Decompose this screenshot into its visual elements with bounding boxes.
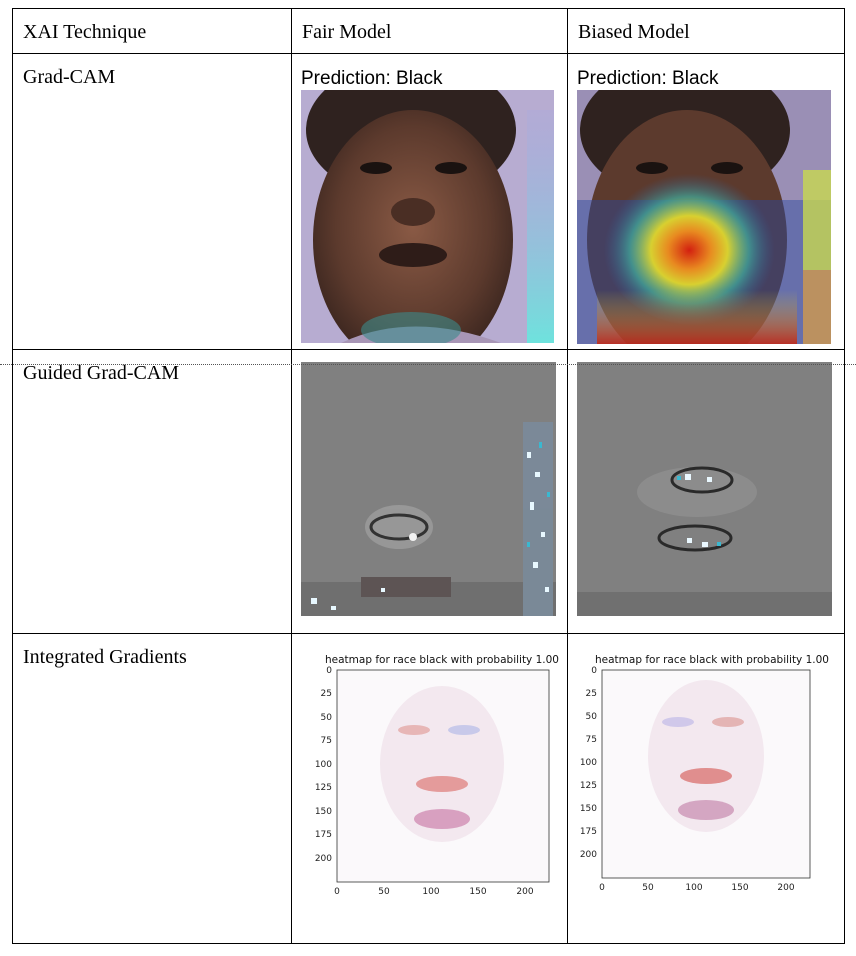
y-tick: 150 [580, 804, 597, 814]
y-tick: 175 [315, 830, 332, 840]
biased-prediction-label: Prediction: Black [577, 68, 719, 89]
x-axis: 0 50 100 150 200 [599, 883, 795, 893]
technique-cell: Guided Grad-CAM [12, 349, 292, 634]
technique-cell: Grad-CAM [12, 53, 292, 350]
y-tick: 100 [315, 760, 332, 770]
y-tick: 125 [580, 781, 597, 791]
technique-cell: Integrated Gradients [12, 633, 292, 944]
technique-label: Grad-CAM [23, 66, 116, 88]
y-tick: 50 [321, 713, 333, 723]
x-tick: 50 [642, 883, 654, 893]
header-technique: XAI Technique [23, 21, 147, 43]
y-tick: 25 [321, 689, 332, 699]
xai-comparison-table: XAI Technique Fair Model Biased Model Gr… [12, 8, 845, 944]
y-tick: 175 [580, 827, 597, 837]
y-tick: 0 [591, 666, 597, 676]
x-tick: 100 [422, 887, 439, 897]
header-fair-model: Fair Model [302, 21, 392, 43]
y-tick: 200 [315, 854, 332, 864]
fair-prediction-label: Prediction: Black [301, 68, 443, 89]
technique-label: Guided Grad-CAM [23, 362, 180, 384]
fair-guided-cell [291, 349, 568, 634]
x-tick: 150 [731, 883, 748, 893]
heatmap-nose [416, 776, 468, 792]
header-row: XAI Technique Fair Model Biased Model [12, 8, 845, 54]
table-row-gradcam: Grad-CAM Prediction: Black Pr [12, 53, 845, 350]
fair-gradcam-image [301, 90, 554, 343]
heatmap-left-eye [662, 717, 694, 727]
biased-ig-cell: heatmap for race black with probability … [567, 633, 845, 944]
heatmap-mouth [678, 800, 734, 820]
y-axis: 0 25 50 75 100 125 150 175 200 [315, 666, 332, 864]
fair-ig-cell: heatmap for race black with probability … [291, 633, 568, 944]
x-tick: 0 [599, 883, 605, 893]
heatmap-nose [680, 768, 732, 784]
y-tick: 50 [586, 712, 598, 722]
fair-guided-gradcam-image [301, 362, 556, 616]
dotted-separator [0, 364, 856, 365]
header-biased-model: Biased Model [578, 21, 690, 43]
x-tick: 100 [685, 883, 702, 893]
x-tick: 200 [777, 883, 794, 893]
biased-gradcam-cell: Prediction: Black [567, 53, 845, 350]
heatmap-right-eye [712, 717, 744, 727]
table-row-integrated-gradients: Integrated Gradients heatmap for race bl… [12, 633, 845, 944]
header-cell-fair: Fair Model [291, 8, 568, 54]
y-tick: 125 [315, 783, 332, 793]
y-tick: 75 [586, 735, 597, 745]
x-tick: 0 [334, 887, 340, 897]
biased-ig-heatmap: heatmap for race black with probability … [580, 654, 829, 893]
x-tick: 200 [516, 887, 533, 897]
y-tick: 150 [315, 807, 332, 817]
x-tick: 50 [378, 887, 390, 897]
table-row-guided-gradcam: Guided Grad-CAM [12, 349, 845, 634]
heatmap-title: heatmap for race black with probability … [325, 654, 559, 666]
heatmap-right-eye [448, 725, 480, 735]
technique-label: Integrated Gradients [23, 646, 187, 668]
heatmap-title: heatmap for race black with probability … [595, 654, 829, 666]
y-axis: 0 25 50 75 100 125 150 175 200 [580, 666, 597, 860]
y-tick: 0 [326, 666, 332, 676]
header-cell-technique: XAI Technique [12, 8, 292, 54]
biased-guided-gradcam-image [577, 362, 832, 616]
heatmap-left-eye [398, 725, 430, 735]
biased-gradcam-image [577, 90, 831, 344]
x-tick: 150 [469, 887, 486, 897]
y-tick: 200 [580, 850, 597, 860]
header-cell-biased: Biased Model [567, 8, 845, 54]
y-tick: 25 [586, 689, 597, 699]
biased-guided-cell [567, 349, 845, 634]
heatmap-face-region [380, 686, 504, 842]
x-axis: 0 50 100 150 200 [334, 887, 534, 897]
y-tick: 100 [580, 758, 597, 768]
y-tick: 75 [321, 736, 332, 746]
fair-gradcam-cell: Prediction: Black [291, 53, 568, 350]
fair-ig-heatmap: heatmap for race black with probability … [315, 654, 559, 897]
heatmap-mouth [414, 809, 470, 829]
